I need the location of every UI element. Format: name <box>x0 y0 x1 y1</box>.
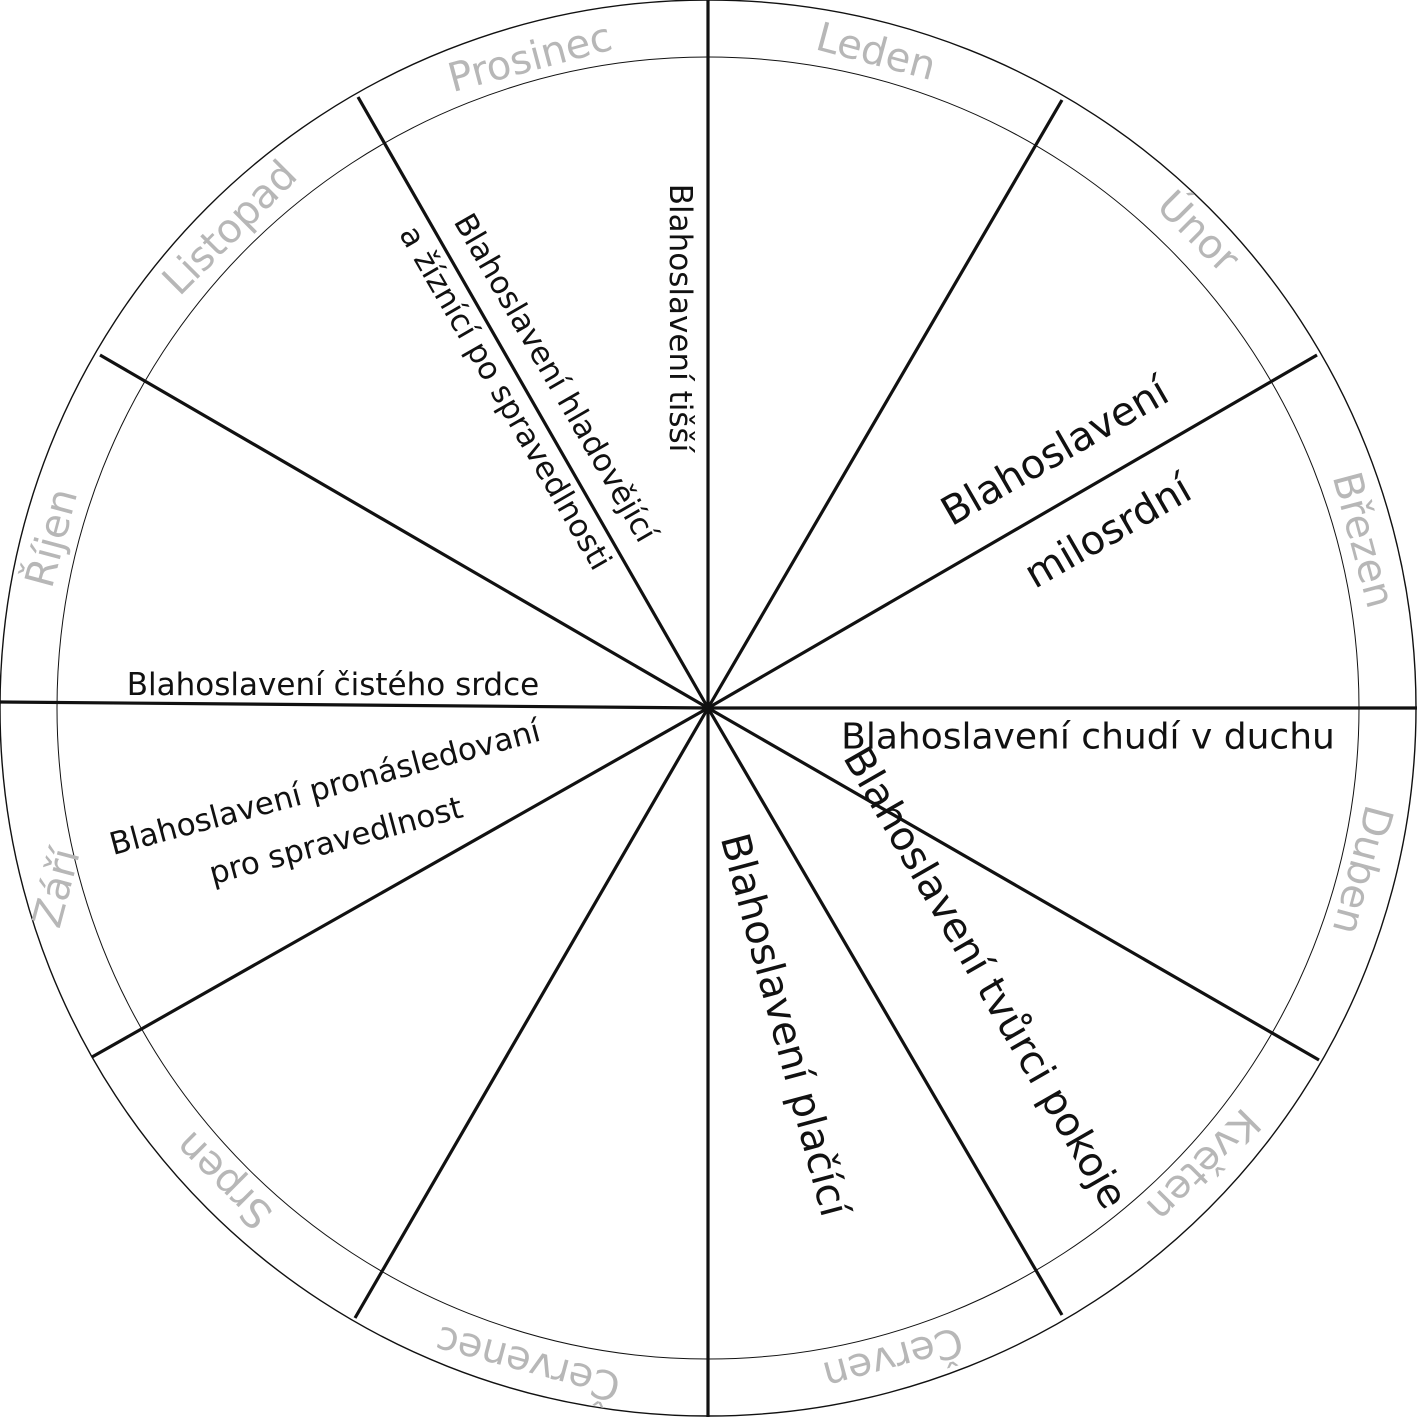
spoke-210 <box>353 707 710 1319</box>
spoke-330 <box>356 96 710 709</box>
spoke-60 <box>707 353 1318 710</box>
month-rijen: Říjen <box>15 483 87 592</box>
month-cervenec: Červenec <box>430 1316 625 1411</box>
beatitude-placici: Blahoslavení plačící <box>711 829 858 1223</box>
month-listopad: Listopad <box>154 152 307 305</box>
month-srpen: Srpen <box>166 1122 281 1237</box>
spoke-150 <box>706 707 1064 1316</box>
month-cerven: Červen <box>818 1317 968 1400</box>
spoke-120 <box>707 706 1320 1062</box>
month-unor: Únor <box>1148 181 1250 283</box>
beatitude-milosrdni-line2: milosrdní <box>1017 465 1201 598</box>
spoke-240 <box>91 706 709 1059</box>
spoke-30 <box>706 99 1064 709</box>
beatitude-chudi: Blahoslavení chudí v duchu <box>841 717 1335 758</box>
month-prosinec: Prosinec <box>443 14 617 102</box>
month-brezen: Březen <box>1323 467 1403 613</box>
spoke-270 <box>0 700 709 710</box>
month-duben: Duben <box>1323 801 1401 940</box>
beatitude-cisteho: Blahoslavení čistého srdce <box>127 667 539 703</box>
month-zari: Září <box>24 842 89 932</box>
spoke-300 <box>99 353 709 710</box>
beatitude-tissi: Blahoslavení tišší <box>662 184 698 454</box>
beatitude-tvurci: Blahoslavení tvůrci pokoje <box>834 739 1136 1216</box>
